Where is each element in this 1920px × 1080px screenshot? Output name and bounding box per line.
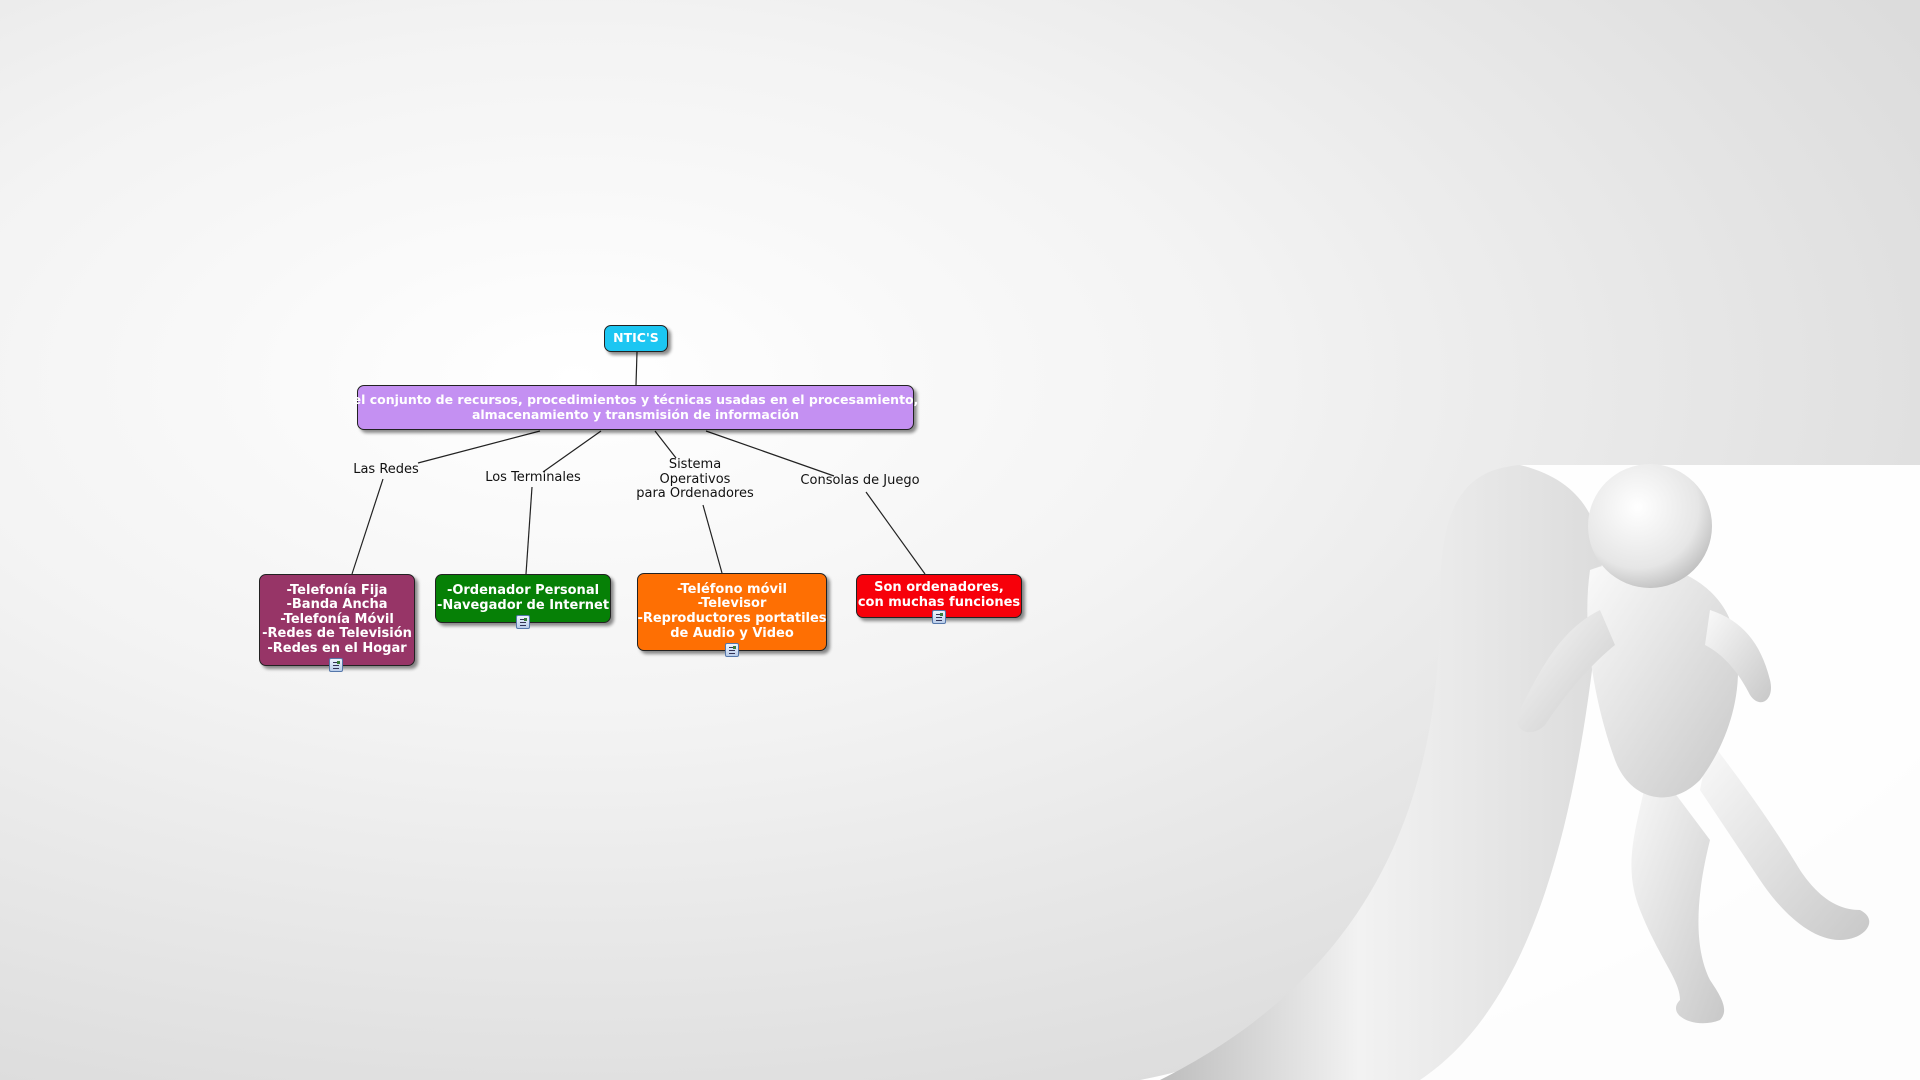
definition-node[interactable]: el conjunto de recursos, procedimientos … [353,385,918,430]
definition-line-2: almacenamiento y transmisión de informac… [471,406,800,422]
leaf-box-sistema[interactable]: -Teléfono móvil -Televisor -Reproductore… [637,573,827,651]
page-curl-figure-illustration [1140,464,1920,1080]
connector-redes-box [351,478,384,575]
document-icon[interactable] [516,615,530,629]
document-icon[interactable] [932,610,946,624]
connector-consolas-box [865,491,926,575]
root-node-text: NTIC'S [613,330,659,346]
branch-label-sistema: Sistema Operativos para Ordenadores [636,457,754,502]
definition-line-1: el conjunto de recursos, procedimientos … [352,391,919,407]
connector-definition-redes [417,430,541,464]
document-icon[interactable] [725,643,739,657]
connector-definition-terminales [542,430,602,473]
connector-definition-sistema [654,430,677,459]
leaf-box-redes[interactable]: -Telefonía Fija -Banda Ancha -Telefonía … [259,574,415,666]
leaf-box-terminales[interactable]: -Ordenador Personal -Navegador de Intern… [435,574,611,623]
branch-label-consolas: Consolas de Juego [800,473,920,488]
connector-terminales-box [525,486,533,575]
connector-root-definition [635,351,638,386]
branch-label-terminales: Los Terminales [485,470,581,485]
root-node[interactable]: NTIC'S [604,325,668,352]
document-icon[interactable] [329,658,343,672]
connector-definition-consolas [705,430,835,477]
branch-label-redes: Las Redes [353,462,419,477]
connector-sistema-box [702,504,723,574]
